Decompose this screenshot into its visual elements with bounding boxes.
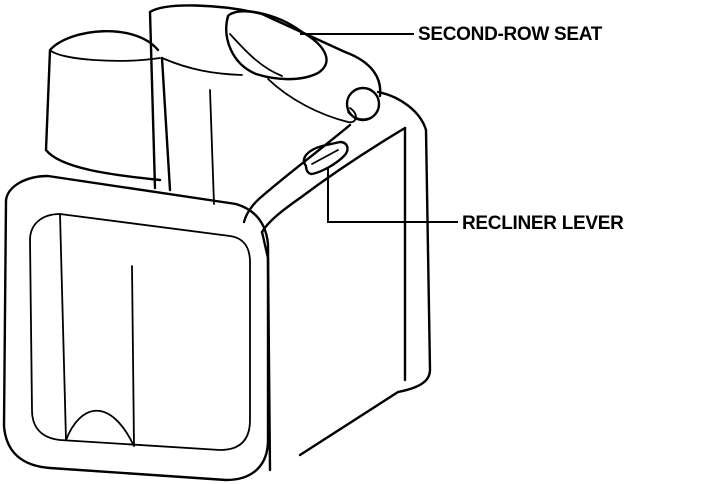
seatback bbox=[148, 4, 382, 205]
armrest bbox=[225, 10, 357, 124]
headrest-left bbox=[44, 30, 162, 182]
second-row-seat-label: SECOND-ROW SEAT bbox=[418, 24, 603, 45]
recliner-lever-leader bbox=[327, 168, 458, 223]
recliner-lever-label: RECLINER LEVER bbox=[462, 213, 624, 234]
seat-side-panel bbox=[242, 90, 432, 472]
release-knob bbox=[345, 86, 381, 122]
recliner-lever-shape bbox=[302, 140, 349, 176]
seat-cushion bbox=[2, 174, 270, 482]
